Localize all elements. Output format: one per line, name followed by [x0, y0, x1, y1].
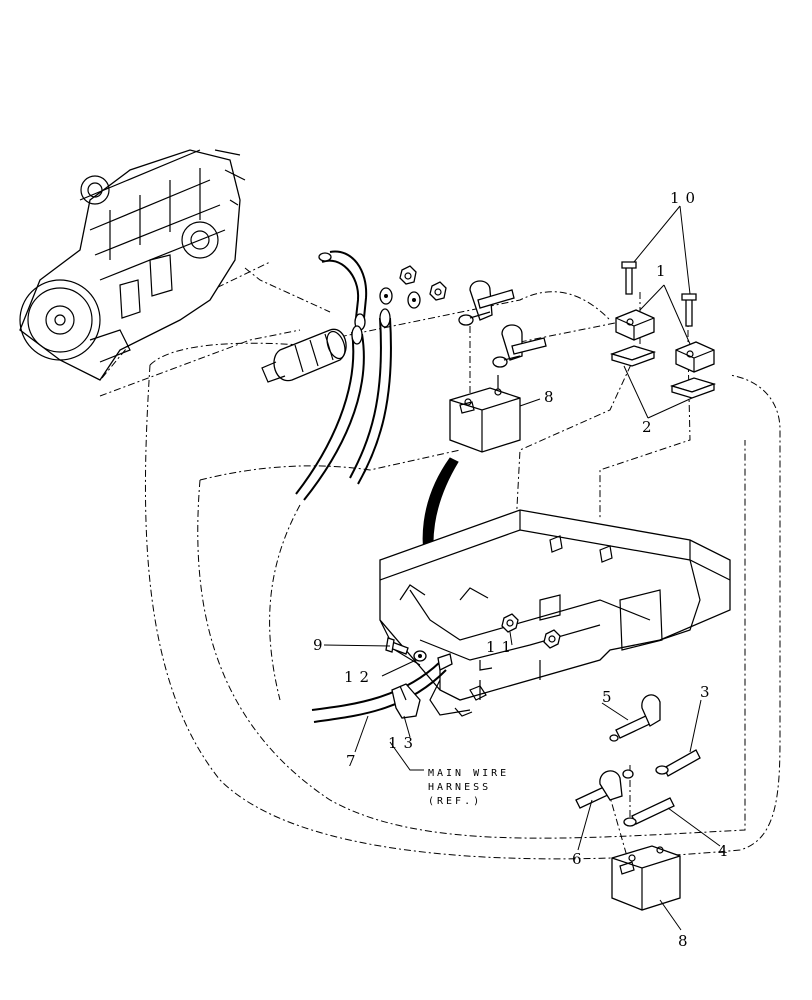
cable-long-negative — [295, 308, 392, 501]
cable-parts-lower — [575, 694, 701, 827]
nuts-item-11 — [501, 613, 561, 649]
battery-upper — [449, 375, 521, 453]
callout-7: 7 — [346, 752, 362, 770]
callout-8-upper: 8 — [544, 388, 560, 406]
callout-labels: 10 1 2 8 11 9 12 13 7 5 3 4 6 8 — [313, 189, 734, 950]
bolt-washer-9-12 — [385, 637, 427, 662]
callout-10: 10 — [670, 189, 701, 207]
callout-1: 1 — [656, 262, 672, 280]
clamp-hardware — [609, 261, 717, 399]
callout-2: 2 — [642, 418, 658, 436]
callout-9: 9 — [313, 636, 329, 654]
note-line-1: MAIN WIRE — [428, 768, 509, 779]
callout-4: 4 — [718, 842, 734, 860]
callout-13: 13 — [388, 734, 419, 752]
note-line-2: HARNESS — [428, 782, 491, 793]
battery-tray-frame — [379, 509, 731, 717]
starter-motor — [261, 328, 347, 383]
washers-nuts — [379, 265, 447, 309]
main-wire-harness-note: MAIN WIRE HARNESS (REF.) — [428, 768, 509, 807]
cable-upper-left — [318, 250, 368, 331]
engine-assembly — [19, 149, 246, 381]
callout-3: 3 — [700, 683, 716, 701]
callout-6: 6 — [572, 850, 588, 868]
battery-lower — [611, 845, 681, 911]
callout-11: 11 — [486, 638, 517, 656]
callout-8-lower: 8 — [678, 932, 694, 950]
callout-12: 12 — [344, 668, 375, 686]
cable-top-pair — [458, 280, 547, 368]
leader-lines — [323, 205, 721, 931]
note-line-3: (REF.) — [428, 796, 482, 807]
cable-lower-7 — [311, 653, 453, 723]
callout-5: 5 — [602, 688, 618, 706]
